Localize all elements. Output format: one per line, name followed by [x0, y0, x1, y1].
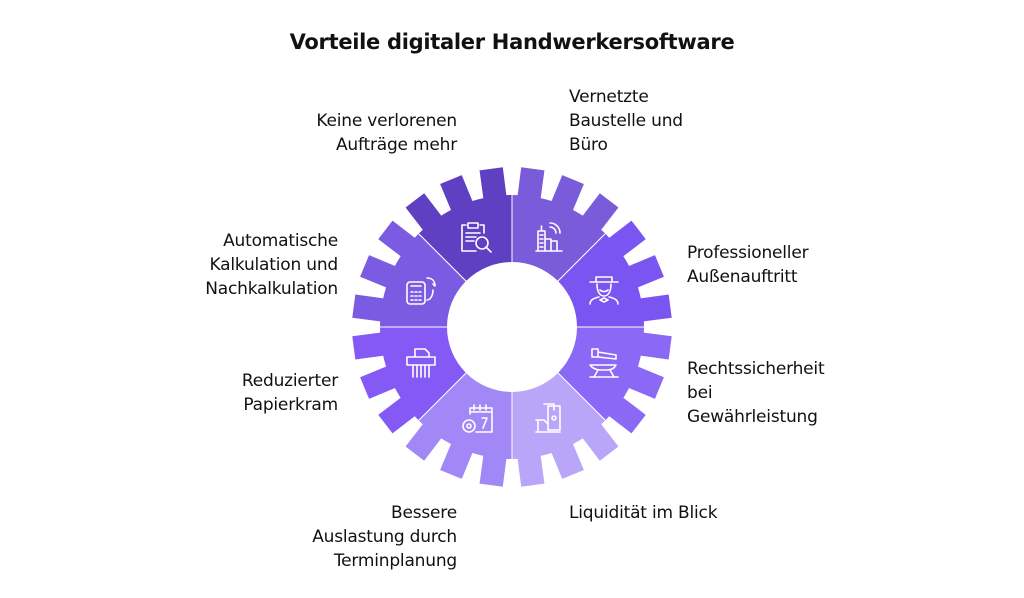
label-line: Terminplanung: [333, 551, 457, 571]
label-line: Vernetzte: [569, 87, 649, 107]
diagram-title: Vorteile digitaler Handwerkersoftware: [289, 30, 735, 54]
hand-money-icon: [530, 400, 566, 436]
label-line: Rechtssicherheit: [687, 359, 825, 379]
label-line: Professioneller: [687, 243, 809, 263]
clipboard-search-icon: [458, 219, 494, 255]
label-line: Außenauftritt: [687, 267, 798, 287]
label-line: Automatische: [223, 231, 338, 251]
calendar-gear-icon: [458, 400, 494, 436]
anvil-hammer-icon: [586, 345, 622, 381]
label-line: Kalkulation und: [209, 255, 338, 275]
calculator-refresh-icon: [403, 272, 439, 308]
label-line: Gewährleistung: [687, 407, 818, 427]
gear-hub: [447, 262, 577, 392]
craftsman-hat-icon: [586, 272, 622, 308]
label-line: Nachkalkulation: [205, 279, 338, 299]
buildings-wifi-icon: [530, 219, 566, 255]
label-line: Liquidität im Blick: [569, 503, 718, 523]
label-liquidity: Liquidität im Blick: [569, 501, 718, 525]
label-line: Büro: [569, 135, 608, 155]
label-line: Bessere: [391, 503, 457, 523]
label-line: bei: [687, 383, 713, 403]
paper-shredder-icon: [403, 345, 439, 381]
label-line: Keine verlorenen: [316, 111, 457, 131]
label-line: Papierkram: [243, 395, 338, 415]
label-line: Aufträge mehr: [336, 135, 457, 155]
label-line: Baustelle und: [569, 111, 683, 131]
label-line: Auslastung durch: [312, 527, 457, 547]
label-line: Reduzierter: [241, 371, 338, 391]
